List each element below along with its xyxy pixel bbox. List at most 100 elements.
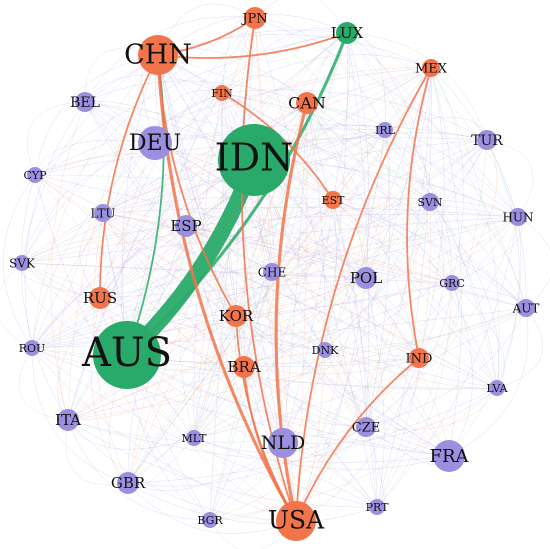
node-jpn[interactable]: JPN [240,7,268,29]
node-circle-grc[interactable] [444,275,460,291]
node-fra[interactable]: FRA [429,440,470,472]
node-circle-tur[interactable] [477,130,497,150]
node-circle-jpn[interactable] [244,7,266,29]
node-circle-nld[interactable] [268,428,298,458]
node-circle-cyp[interactable] [27,167,43,183]
node-ltu[interactable]: LTU [90,204,116,222]
node-circle-lux[interactable] [336,22,358,44]
edge-SVN-USA [295,201,431,522]
node-circle-che[interactable] [263,263,281,281]
node-svn[interactable]: SVN [417,193,443,211]
edge-MLT-FRA [193,437,450,470]
edge-LTU-LVA [102,212,498,389]
node-circle-prt[interactable] [369,499,385,515]
node-mex[interactable]: MEX [415,59,448,77]
node-circle-pol[interactable] [355,267,377,289]
node-gbr[interactable]: GBR [111,472,146,494]
edge-CHN-AUT [157,54,527,309]
node-circle-ind[interactable] [409,348,429,368]
edge-AUS-LUX [125,31,349,357]
node-circle-ita[interactable] [57,409,79,431]
node-circle-fin[interactable] [214,85,230,101]
node-lux[interactable]: LUX [331,22,364,44]
node-circle-idn[interactable] [218,124,290,196]
node-mlt[interactable]: MLT [181,430,207,446]
node-deu[interactable]: DEU [129,126,181,160]
node-circle-irl[interactable] [377,122,393,138]
node-label-jpn: JPN [240,12,267,27]
node-chn[interactable]: CHN [124,35,192,75]
node-kor[interactable]: KOR [219,305,254,327]
edge-TUR-EST [332,139,488,201]
node-irl[interactable]: IRL [375,122,396,138]
node-prt[interactable]: PRT [366,499,389,515]
node-hun[interactable]: HUN [502,208,534,226]
edge-DEU-ROU [31,142,156,349]
node-circle-bra[interactable] [233,356,255,378]
edge-HUN-AUT [517,216,550,309]
node-rou[interactable]: ROU [19,340,46,356]
node-ind[interactable]: IND [406,348,433,368]
edge-CHN-AUS [122,54,159,356]
node-circle-dnk[interactable] [317,342,333,358]
node-circle-mlt[interactable] [186,430,202,446]
node-circle-deu[interactable] [138,126,172,160]
node-circle-chn[interactable] [138,35,178,75]
node-label-deu: DEU [129,131,181,156]
node-rus[interactable]: RUS [83,287,117,309]
node-tur[interactable]: TUR [471,130,503,150]
node-esp[interactable]: ESP [170,215,202,237]
node-grc[interactable]: GRC [439,275,465,291]
node-bra[interactable]: BRA [227,356,261,378]
node-bel[interactable]: BEL [70,92,100,112]
edge-EST-MLT [193,199,334,439]
node-cyp[interactable]: CYP [23,167,47,183]
node-circle-aut[interactable] [517,299,535,317]
node-nld[interactable]: NLD [261,428,305,458]
node-dnk[interactable]: DNK [312,342,339,358]
edge-CHE-BGR [209,271,273,521]
node-circle-svk[interactable] [14,255,30,271]
node-usa[interactable]: USA [268,501,325,541]
node-idn[interactable]: IDN [215,124,294,196]
node-circle-gbr[interactable] [117,472,139,494]
node-circle-esp[interactable] [175,215,197,237]
node-svk[interactable]: SVK [9,255,36,271]
node-circle-can[interactable] [296,92,318,114]
node-circle-fra[interactable] [433,440,465,472]
node-bgr[interactable]: BGR [197,512,223,528]
node-cze[interactable]: CZE [352,417,380,437]
node-est[interactable]: EST [322,191,346,209]
edge-EST-DNK [324,199,337,351]
node-circle-rou[interactable] [24,340,40,356]
node-circle-cze[interactable] [356,417,376,437]
node-circle-rus[interactable] [89,287,111,309]
node-circle-lva[interactable] [489,380,505,396]
node-can[interactable]: CAN [288,92,326,114]
node-lva[interactable]: LVA [486,380,509,396]
node-aus[interactable]: AUS [81,321,172,389]
node-circle-mex[interactable] [422,59,440,77]
node-pol[interactable]: POL [350,267,382,289]
edge-CAN-SVN [306,102,431,203]
node-che[interactable]: CHE [258,263,286,281]
node-circle-est[interactable] [324,191,342,209]
edge-POL-FRA [365,277,450,457]
node-ita[interactable]: ITA [55,409,81,431]
node-circle-bel[interactable] [75,92,95,112]
node-circle-ltu[interactable] [94,204,112,222]
edge-LTU-AUT [102,212,527,309]
node-circle-hun[interactable] [509,208,527,226]
edge-CHN-IND [157,54,420,359]
edge-CAN-IND [306,102,420,359]
node-fin[interactable]: FIN [211,85,233,101]
node-aut[interactable]: AUT [512,299,540,317]
node-circle-aus[interactable] [93,321,161,389]
node-circle-kor[interactable] [225,305,247,327]
node-circle-usa[interactable] [276,501,316,541]
edge-CAN-PRT [306,102,378,508]
node-circle-svn[interactable] [421,193,439,211]
edge-IRL-SVK [21,129,386,264]
edge-MEX-CHE [271,67,432,273]
node-circle-bgr[interactable] [202,512,218,528]
